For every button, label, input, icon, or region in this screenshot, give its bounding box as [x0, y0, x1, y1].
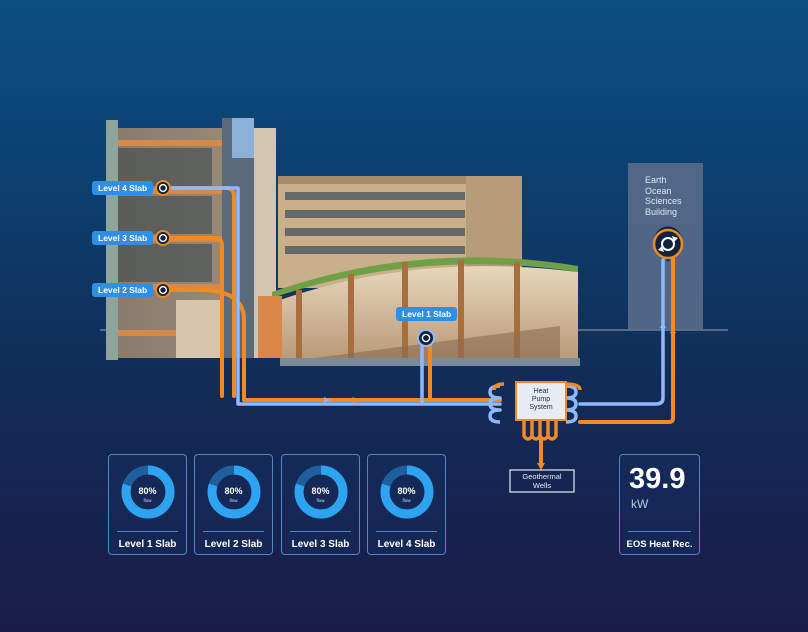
heat-recovery-label: EOS Heat Rec.	[626, 539, 693, 550]
flow-caption: flow	[316, 498, 325, 503]
level3-slab-label: Level 3 Slab	[92, 231, 154, 245]
card-divider	[203, 531, 264, 532]
flow-card-name: Level 3 Slab	[291, 539, 350, 550]
flow-percent: 80%	[224, 486, 243, 496]
flow-ring	[121, 465, 175, 519]
flow-caption: flow	[402, 498, 411, 503]
flow-card-name: Level 4 Slab	[377, 539, 436, 550]
card-divider	[290, 531, 351, 532]
heat-pump-label: Heat Pump System	[529, 388, 553, 411]
level1-slab-label: Level 1 Slab	[396, 307, 458, 321]
flow-caption: flow	[229, 498, 238, 503]
return-pipe-main	[168, 186, 502, 406]
level4-slab-label: Level 4 Slab	[92, 181, 154, 195]
flow-card-level4[interactable]: 80% flow Level 4 Slab	[367, 454, 446, 555]
flow-card-name: Level 1 Slab	[118, 539, 177, 550]
flow-caption: flow	[143, 498, 152, 503]
cycle-arrows-icon	[155, 180, 171, 196]
eos-building-label: Earth Ocean Sciences Building	[645, 175, 682, 217]
flow-card-level1[interactable]: 80% flow Level 1 Slab	[108, 454, 187, 555]
flow-ring	[294, 465, 348, 519]
flow-card-name: Level 2 Slab	[204, 539, 263, 550]
geothermal-box	[509, 469, 575, 493]
flow-ring	[380, 465, 434, 519]
flow-percent: 80%	[311, 486, 330, 496]
card-divider	[117, 531, 178, 532]
cycle-arrows-icon	[417, 329, 435, 347]
geothermal-label: Geothermal Wells	[522, 472, 562, 490]
supply-pipe-level2	[161, 288, 502, 402]
card-divider	[628, 531, 691, 532]
flow-percent: 80%	[397, 486, 416, 496]
flow-card-level2[interactable]: 80% flow Level 2 Slab	[194, 454, 273, 555]
supply-pipe-eos	[578, 256, 675, 424]
heat-recovery-value: 39.9	[629, 463, 686, 495]
heat-recovery-card[interactable]: 39.9 kW EOS Heat Rec.	[619, 454, 700, 555]
cycle-arrows-icon	[155, 230, 171, 246]
card-divider	[376, 531, 437, 532]
cycle-arrows-icon	[652, 226, 684, 262]
cycle-arrows-icon	[155, 282, 171, 298]
supply-pipe-level3	[161, 236, 224, 398]
heat-pump-box	[515, 381, 567, 421]
return-pipe-eos	[578, 258, 665, 406]
level2-slab-label: Level 2 Slab	[92, 283, 154, 297]
flow-ring	[207, 465, 261, 519]
flow-card-level3[interactable]: 80% flow Level 3 Slab	[281, 454, 360, 555]
flow-percent: 80%	[138, 486, 157, 496]
heat-recovery-unit: kW	[631, 497, 649, 511]
